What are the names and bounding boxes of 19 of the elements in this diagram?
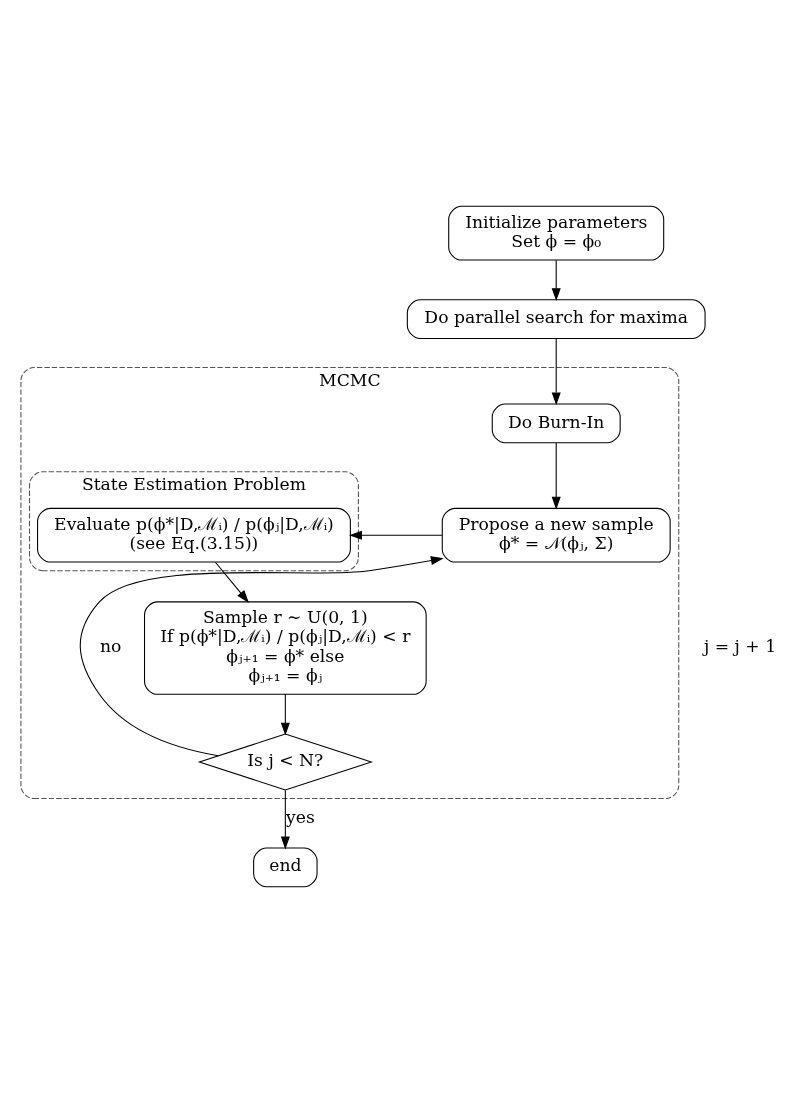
arrow <box>79 556 444 757</box>
edge-label: yes <box>286 807 315 828</box>
arrow <box>551 259 561 302</box>
edge-label: no <box>99 636 122 657</box>
arrow <box>280 693 290 736</box>
arrow <box>349 530 443 540</box>
node-box: Do Burn-In <box>491 403 621 444</box>
node-box: Sample r ∼ U(0, 1) If p(ϕ*|D,ℳᵢ) / p(ϕⱼ|D,ℳᵢ) < r ϕⱼ₊₁ = ϕ* else ϕⱼ₊₁ = ϕⱼ <box>144 601 427 695</box>
arrow <box>214 561 249 603</box>
arrow <box>280 789 290 850</box>
node-box: Initialize parameters Set ϕ = ϕ₀ <box>448 205 665 261</box>
node-diamond: Is j < N? <box>197 733 374 791</box>
arrow <box>551 442 561 510</box>
node-box: end <box>253 847 318 888</box>
node-box: Do parallel search for maxima <box>406 299 706 340</box>
label: j = j + 1 <box>703 636 777 657</box>
node-box: Evaluate p(ϕ*|D,ℳᵢ) / p(ϕⱼ|D,ℳᵢ) (see Eq.(3.15)) <box>37 507 351 563</box>
node-box: Propose a new sample ϕ* = 𝒩(ϕⱼ, Σ) <box>441 507 671 563</box>
arrow <box>551 338 561 406</box>
